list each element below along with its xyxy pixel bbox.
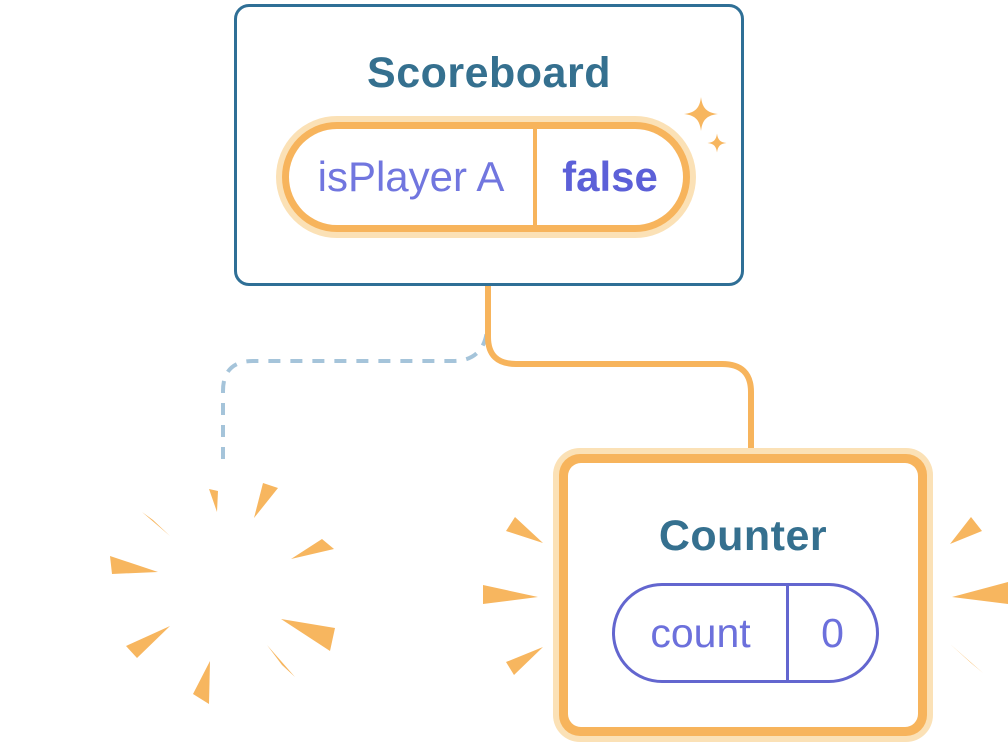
state-value: 0 [821,609,844,656]
state-pill-inner: isPlayer A false [289,129,683,225]
counter-state-pill: count 0 [612,583,879,683]
counter-card: Counter count 0 [553,448,933,742]
scoreboard-card: Scoreboard isPlayer A false [234,4,744,286]
scoreboard-state-pill: isPlayer A false [276,116,696,238]
state-pill-divider [786,586,789,680]
scoreboard-title: Scoreboard [367,49,611,97]
poof-burst-icon [110,483,335,704]
state-key: count [650,609,751,656]
state-pill-divider [533,129,537,225]
edge-removed-dashed [221,330,489,459]
state-key: isPlayer A [317,153,505,200]
edge-kept-solid [485,283,754,454]
state-value: false [562,153,658,200]
removed-component-card [95,459,363,723]
counter-title: Counter [658,512,828,560]
state-pill-border: isPlayer A false [282,122,690,232]
